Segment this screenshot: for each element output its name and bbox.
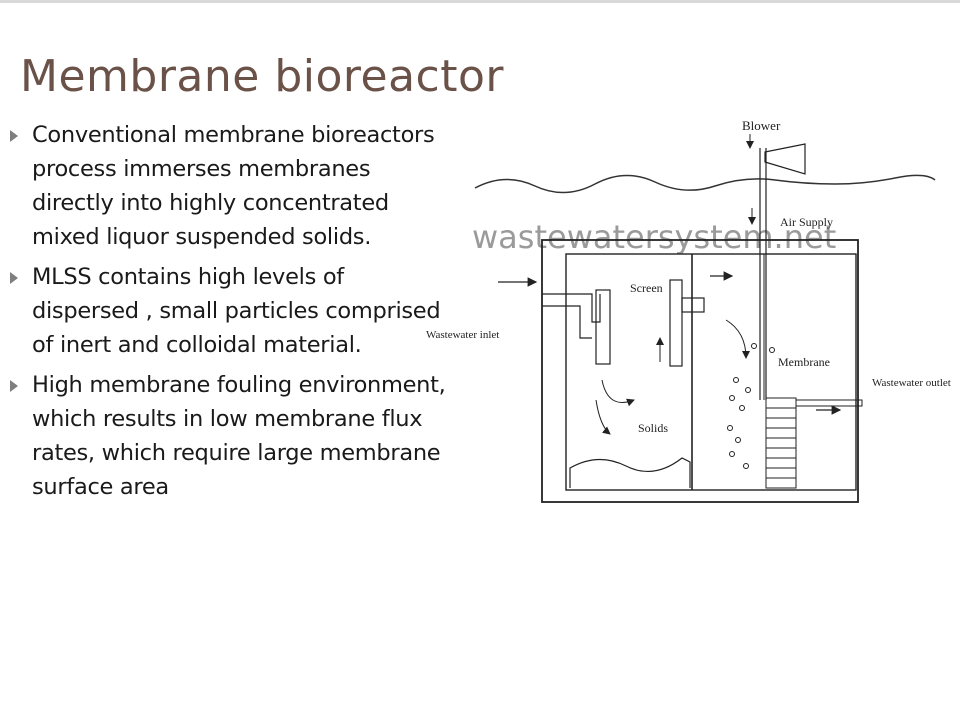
blower-label: Blower	[742, 118, 781, 133]
membrane-bioreactor-diagram: wastewatersystem.net Blower Air Supply W…	[426, 118, 951, 503]
flow-arrow-1	[601, 379, 635, 407]
tank-inner-wall	[565, 253, 857, 491]
air-supply-label: Air Supply	[780, 215, 833, 229]
blower-flag	[764, 143, 806, 175]
wastewater-outlet-label: Wastewater outlet	[872, 377, 951, 389]
bullet-text: High membrane fouling environment, which…	[32, 372, 446, 500]
outlet-pipe	[795, 399, 863, 407]
inlet-pipe-lower	[542, 305, 592, 339]
bullet-list: Conventional membrane bioreactors proces…	[6, 118, 454, 510]
air-bubbles	[727, 343, 775, 469]
tank-outer-wall	[541, 239, 859, 503]
bullet-text: Conventional membrane bioreactors proces…	[32, 122, 435, 250]
bullet-arrow-icon	[10, 380, 18, 392]
screen-baffle	[669, 279, 683, 367]
bullet-text: MLSS contains high levels of dispersed ,…	[32, 264, 441, 358]
left-baffle	[595, 289, 611, 365]
bullet-arrow-icon	[10, 272, 18, 284]
solids-label: Solids	[638, 421, 668, 435]
bullet-item: High membrane fouling environment, which…	[6, 368, 454, 504]
water-surface-line	[474, 174, 936, 194]
bullet-item: Conventional membrane bioreactors proces…	[6, 118, 454, 254]
slide-title: Membrane bioreactor	[20, 51, 505, 103]
inlet-pipe	[542, 293, 601, 323]
solids-layer	[569, 457, 691, 488]
bullet-item: MLSS contains high levels of dispersed ,…	[6, 260, 454, 362]
watermark-text: wastewatersystem.net	[472, 218, 836, 256]
screen-crossbar	[681, 297, 705, 313]
wastewater-inlet-label: Wastewater inlet	[426, 329, 499, 341]
membrane-module	[765, 397, 797, 489]
slide-top-border	[0, 0, 960, 3]
membrane-label: Membrane	[778, 355, 830, 369]
bullet-arrow-icon	[10, 130, 18, 142]
flow-arrow-3	[725, 319, 750, 359]
flow-arrow-2	[595, 399, 611, 435]
screen-label: Screen	[630, 281, 663, 295]
